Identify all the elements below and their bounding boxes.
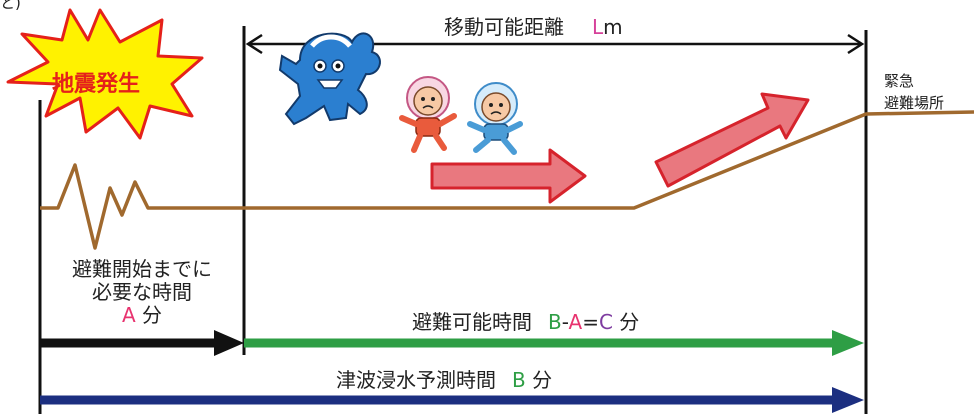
evac-time-a: A: [568, 310, 583, 334]
arrow-start-time-head: [214, 330, 244, 356]
evac-time-text: 避難可能時間: [412, 310, 532, 334]
evac-time-dash: -: [561, 310, 569, 334]
evac-time-b: B: [548, 310, 562, 334]
earthquake-burst-icon: [6, 8, 204, 140]
arrow-evac-time-head: [832, 330, 864, 356]
destination-line2: 避難場所: [884, 94, 945, 112]
evac-time-c: C: [598, 310, 613, 334]
evac-time-label: 避難可能時間 B-A=C 分: [412, 310, 639, 334]
evac-time-unit: 分: [619, 310, 640, 334]
distance-var: L: [592, 15, 604, 39]
movement-arrow-slope-icon: [654, 92, 810, 188]
tsunami-monster-icon: [278, 32, 381, 126]
start-time-line1: 避難開始までに: [72, 257, 212, 281]
evacuee-child-blue-icon: [467, 82, 523, 155]
distance-text: 移動可能距離: [444, 15, 564, 39]
tsunami-time-text: 津波浸水予測時間: [336, 368, 496, 392]
destination-line1: 緊急: [884, 72, 915, 90]
destination-label: 緊急 避難場所: [884, 70, 944, 114]
start-time-line2: 必要な時間: [92, 280, 192, 304]
tsunami-time-var: B: [512, 368, 526, 392]
distance-unit: m: [603, 15, 623, 39]
evac-time-eq: =: [582, 310, 599, 334]
tsunami-time-label: 津波浸水予測時間 B 分: [336, 368, 552, 392]
start-time-label: 避難開始までに 必要な時間 A 分: [52, 258, 232, 327]
movement-arrow-flat-icon: [430, 148, 587, 204]
distance-label: 移動可能距離 Lm: [444, 15, 623, 39]
earthquake-label: 地震発生: [52, 72, 141, 97]
start-time-unit: 分: [142, 303, 163, 327]
tsunami-time-unit: 分: [532, 368, 553, 392]
corner-fragment: と): [0, 0, 21, 12]
arrow-tsunami-time-head: [832, 387, 864, 413]
start-time-var: A: [121, 303, 136, 327]
evacuee-child-pink-icon: [399, 76, 457, 153]
ground-line: [40, 110, 974, 250]
